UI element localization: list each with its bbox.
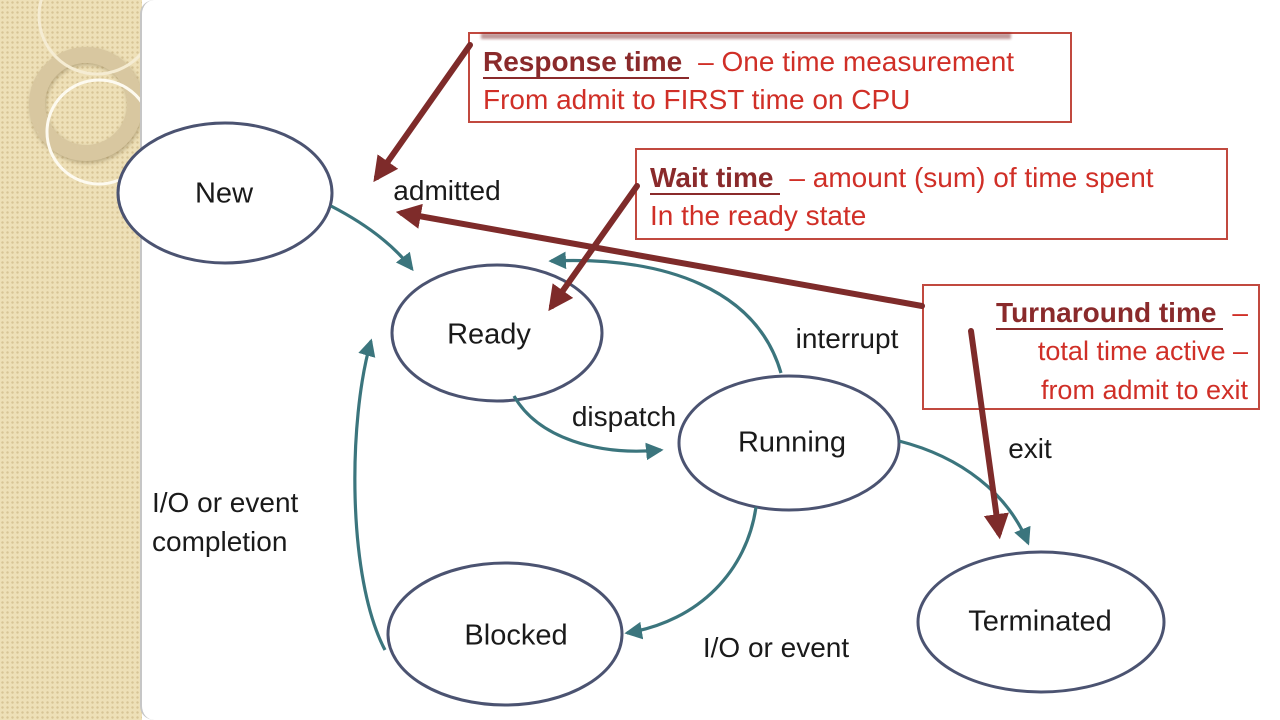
transition-label-io-completion: I/O or event completion — [152, 483, 298, 561]
sidebar-decoration — [0, 0, 142, 720]
transition-label-dispatch: dispatch — [571, 401, 677, 432]
state-label-terminated: Terminated — [968, 605, 1112, 638]
transition-label-io-completion-line2: completion — [152, 526, 288, 557]
callout-wait-term: Wait time — [650, 163, 781, 195]
decorative-circle-cream — [37, 0, 142, 76]
callout-turnaround-term: Turnaround time — [996, 298, 1224, 330]
decorative-circle-white — [45, 78, 142, 186]
decorative-circles — [29, 0, 142, 186]
callout-response-term: Response time — [483, 47, 690, 79]
callout-wait-line1: Wait time – amount (sum) of time spent — [650, 159, 1226, 197]
transition-label-admitted: admitted — [393, 175, 501, 206]
transition-label-io-or-event: I/O or event — [702, 632, 850, 663]
callout-response-line2: From admit to FIRST time on CPU — [483, 84, 911, 115]
state-label-blocked: Blocked — [464, 619, 568, 652]
callout-response-time: Response time – One time measurement From… — [468, 32, 1072, 123]
callout-wait-definition: – amount (sum) of time spent — [789, 162, 1154, 193]
callout-response-definition: – One time measurement — [698, 46, 1015, 77]
callout-turnaround-line3: from admit to exit — [1040, 375, 1248, 405]
callout-turnaround-line1: Turnaround time– — [924, 293, 1248, 332]
callout-wait-time: Wait time – amount (sum) of time spent In… — [635, 148, 1228, 240]
transition-label-exit: exit — [1008, 433, 1052, 464]
state-label-running: Running — [737, 426, 847, 459]
ghost-text-smear — [481, 33, 1011, 39]
callout-turnaround-time: Turnaround time– total time active – fro… — [922, 284, 1260, 410]
state-label-ready: Ready — [447, 318, 531, 351]
decorative-ring — [29, 47, 142, 161]
callout-turnaround-line2: total time active – — [1037, 336, 1248, 366]
callout-turnaround-definition: – — [1232, 297, 1248, 328]
callout-wait-line2: In the ready state — [650, 200, 867, 231]
transition-label-io-completion-line1: I/O or event — [152, 487, 299, 518]
callout-response-line1: Response time – One time measurement — [483, 43, 1070, 81]
transition-label-interrupt: interrupt — [795, 323, 899, 354]
state-label-new: New — [194, 177, 254, 210]
